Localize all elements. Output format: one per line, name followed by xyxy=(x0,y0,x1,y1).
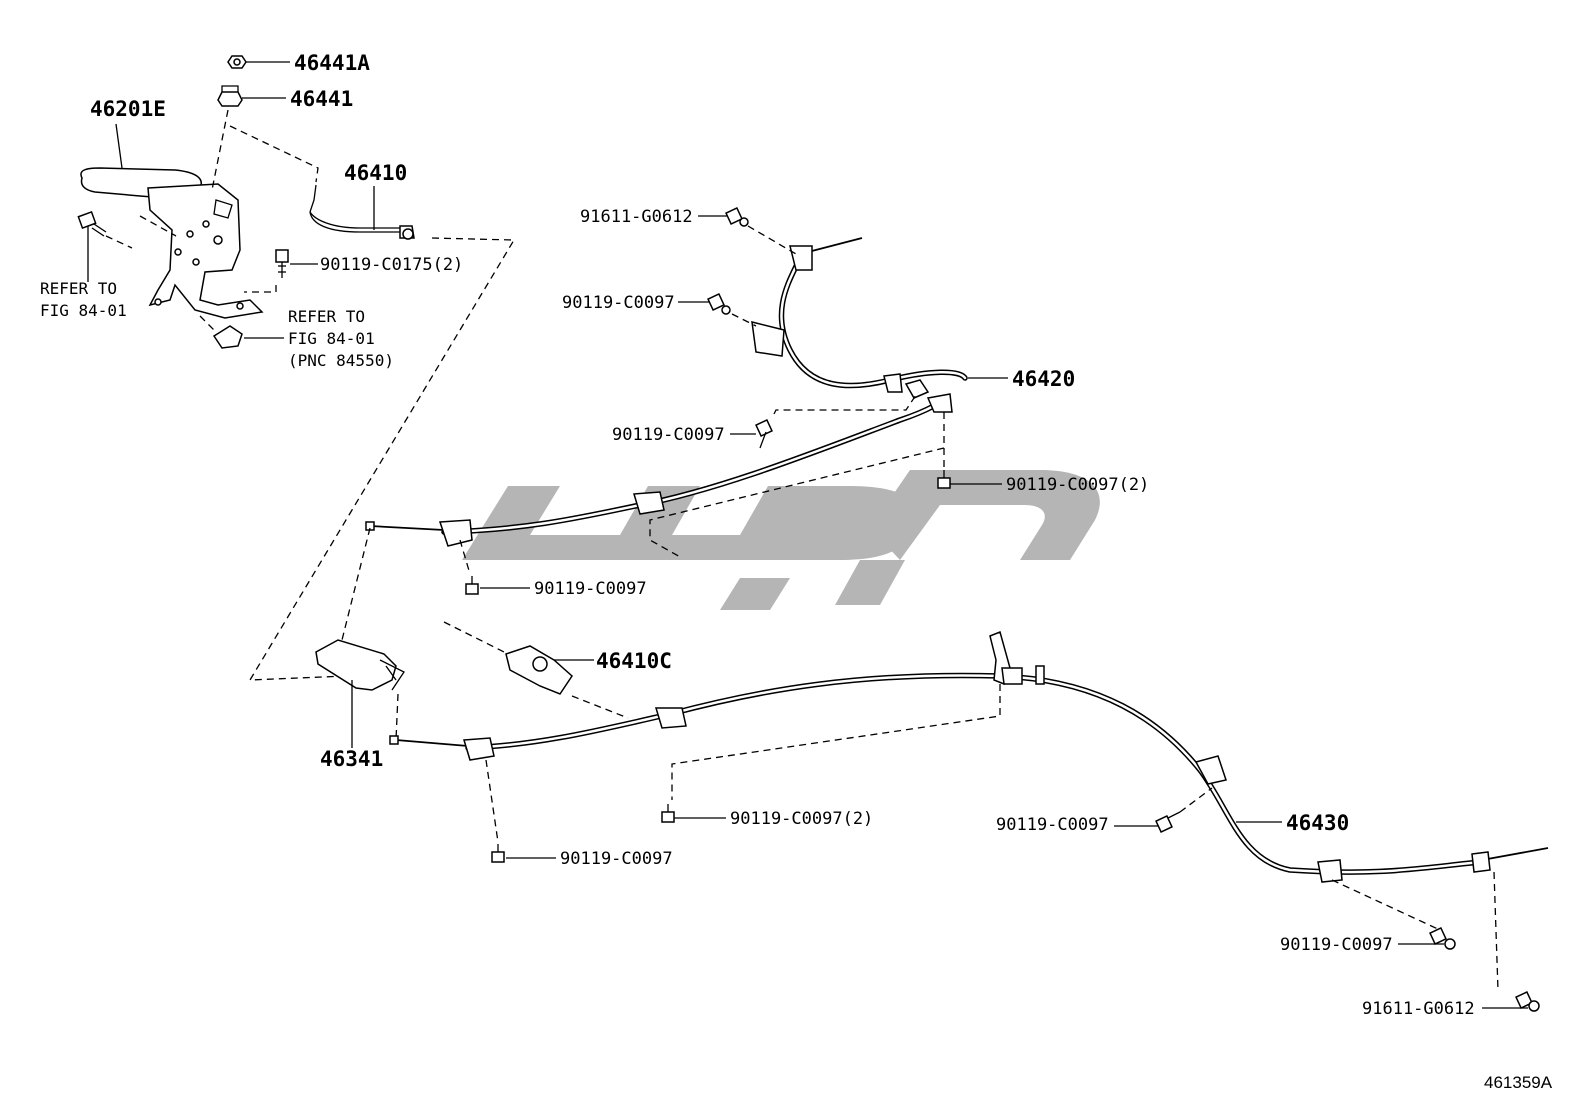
bolt-90119-C0097-a-icon xyxy=(707,293,731,315)
bolt-90119-C0097-e-icon xyxy=(1155,811,1181,833)
equalizer-46341 xyxy=(315,639,405,748)
cable-46430 xyxy=(389,630,1549,883)
bolt-90119-C0097-2b-icon xyxy=(661,804,675,823)
callout-46410C: 46410C xyxy=(596,649,672,673)
callout-46410: 46410 xyxy=(344,161,407,185)
clamp-46410C xyxy=(505,645,573,695)
callout-90119-C0097-2a: 90119-C0097(2) xyxy=(1006,475,1149,495)
callout-90119-C0097-d: 90119-C0097 xyxy=(560,849,673,869)
callout-46441A: 46441A xyxy=(294,51,370,75)
refer-fig-2-line2: FIG 84-01 xyxy=(288,329,375,348)
refer-fig-2-line3: (PNC 84550) xyxy=(288,351,394,370)
callout-90119-C0097-c: 90119-C0097 xyxy=(534,579,647,599)
nut-46441-icon xyxy=(217,85,243,107)
refer-fig-1-line1: REFER TO xyxy=(40,279,117,298)
cable-46420 xyxy=(365,237,1008,547)
bolt-90119-C0175-icon xyxy=(275,249,289,278)
callout-90119-C0097-a: 90119-C0097 xyxy=(562,293,675,313)
callout-46341: 46341 xyxy=(320,747,383,771)
callout-91611-G0612-top: 91611-G0612 xyxy=(580,207,693,227)
bolt-90119-C0097-f-icon xyxy=(1429,927,1456,950)
callout-90119-C0097-2b: 90119-C0097(2) xyxy=(730,809,873,829)
figure-id: 461359A xyxy=(1484,1073,1553,1092)
refer-fig-2-line1: REFER TO xyxy=(288,307,365,326)
callout-46420: 46420 xyxy=(1012,367,1075,391)
bolt-icon xyxy=(77,211,107,237)
bolt-90119-C0097-2a-icon xyxy=(937,470,951,489)
callout-91611-G0612-bottom: 91611-G0612 xyxy=(1362,999,1475,1019)
bolt-90119-C0097-b-icon xyxy=(755,419,773,449)
bolt-91611-G0612-top-icon xyxy=(725,207,749,227)
clip-84550-icon xyxy=(212,325,243,349)
bolt-90119-C0097-d-icon xyxy=(491,844,505,863)
bolt-90119-C0097-c-icon xyxy=(465,576,479,595)
cable-rod-46410 xyxy=(309,184,415,240)
callout-46441: 46441 xyxy=(290,87,353,111)
refer-fig-1-line2: FIG 84-01 xyxy=(40,301,127,320)
callout-90119-C0097-e: 90119-C0097 xyxy=(996,815,1109,835)
callout-46430: 46430 xyxy=(1286,811,1349,835)
callout-90119-C0175-2: 90119-C0175(2) xyxy=(320,255,463,275)
bolt-91611-G0612-bottom-icon xyxy=(1515,991,1540,1012)
callout-46201E: 46201E xyxy=(90,97,166,121)
callout-90119-C0097-b: 90119-C0097 xyxy=(612,425,725,445)
watermark-logo xyxy=(462,470,1100,610)
nut-46441A-icon xyxy=(227,55,247,69)
parking-brake-lever-assembly xyxy=(80,167,264,319)
callout-90119-C0097-f: 90119-C0097 xyxy=(1280,935,1393,955)
